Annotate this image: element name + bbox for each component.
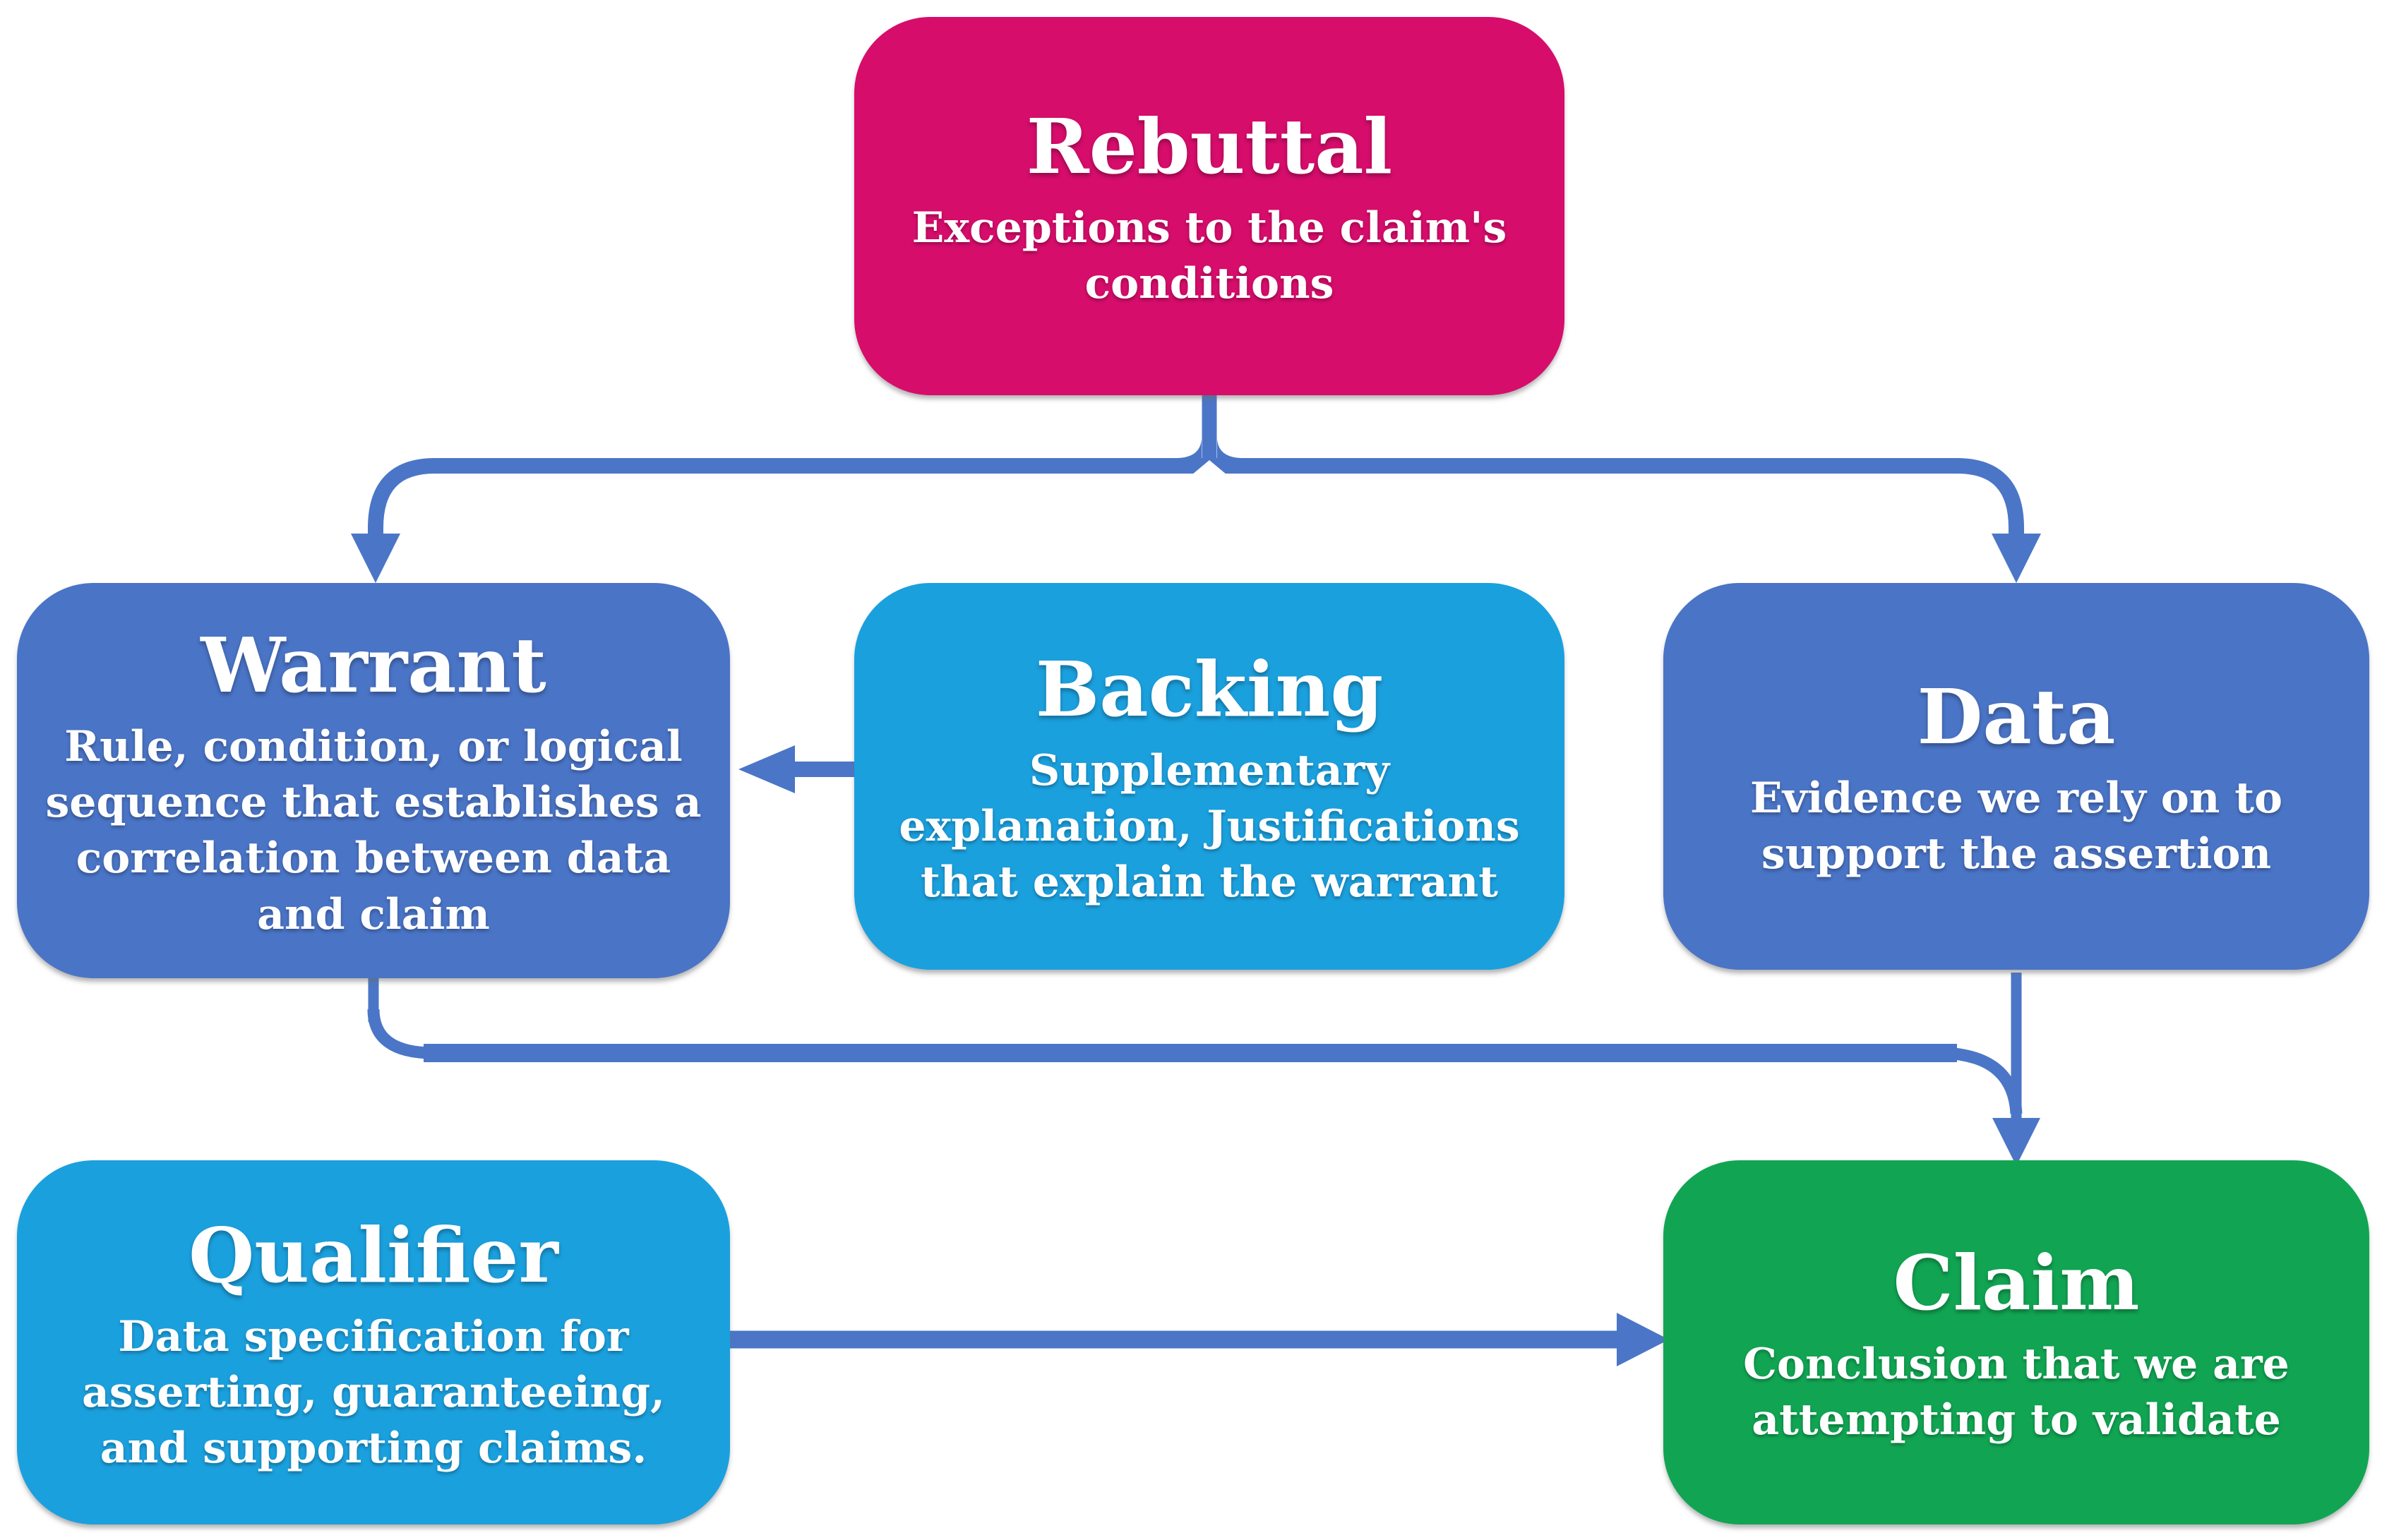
- node-warrant-title: Warrant: [201, 622, 546, 711]
- edge-warrant-arrowhead: [351, 534, 400, 583]
- node-rebuttal: Rebuttal Exceptions to the claim's condi…: [854, 17, 1564, 395]
- edge-qualifier-claim-arrowhead: [1617, 1313, 1669, 1366]
- node-warrant: Warrant Rule, condition, or logical sequ…: [17, 583, 730, 978]
- edge-rebuttal-data: [1209, 458, 2024, 535]
- node-rebuttal-description: Exceptions to the claim's conditions: [911, 203, 1507, 309]
- edge-rebuttal-warrant: [368, 458, 1209, 535]
- edge-data-arrowhead: [1992, 534, 2041, 583]
- edge-claim-arrowhead: [1992, 1118, 2040, 1166]
- node-warrant-description: Rule, condition, or logical sequence tha…: [45, 722, 702, 939]
- node-backing-description: Supplementary explanation, Justification…: [899, 745, 1520, 908]
- node-claim-description: Conclusion that we are attempting to val…: [1743, 1340, 2290, 1445]
- edge-backing-warrant-arrowhead: [738, 745, 795, 793]
- node-data-title: Data: [1917, 673, 2116, 762]
- edge-stem-fillet-left: [1178, 439, 1202, 458]
- edge-stem-fillet-right: [1217, 439, 1241, 458]
- node-data-description: Evidence we rely on to support the asser…: [1749, 774, 2283, 879]
- node-rebuttal-title: Rebuttal: [1026, 103, 1393, 192]
- node-data: Data Evidence we rely on to support the …: [1663, 583, 2369, 970]
- node-qualifier: Qualifier Data specification for asserti…: [17, 1160, 730, 1524]
- node-claim-title: Claim: [1893, 1239, 2140, 1328]
- node-backing-title: Backing: [1035, 645, 1384, 734]
- edge-center-notch: [1192, 460, 1226, 474]
- node-claim: Claim Conclusion that we are attempting …: [1663, 1160, 2369, 1524]
- edge-warrant-claim-corner-left: [367, 1009, 434, 1059]
- node-backing: Backing Supplementary explanation, Justi…: [854, 583, 1564, 970]
- node-qualifier-description: Data specification for asserting, guaran…: [82, 1311, 665, 1474]
- node-qualifier-title: Qualifier: [188, 1211, 558, 1300]
